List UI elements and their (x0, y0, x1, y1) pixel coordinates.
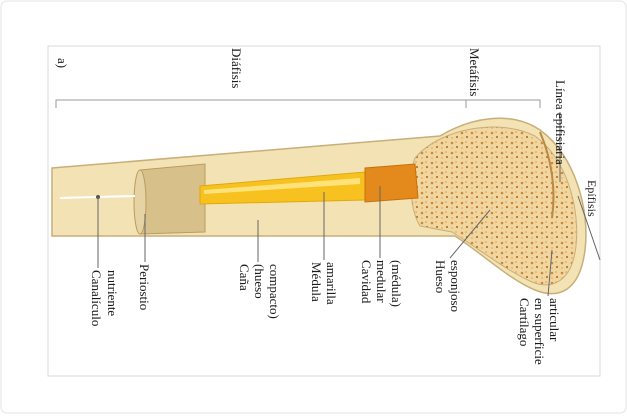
label-medula-line2: amarilla (324, 262, 339, 305)
label-cana-line3: compacto) (267, 264, 282, 319)
label-hueso-line1: Hueso (433, 260, 448, 293)
periosteum-collar (140, 164, 205, 234)
label-canaliculo-line1: Canalículo (89, 270, 104, 326)
medular-cavity (365, 164, 418, 202)
label-medula-line1: Médula (309, 262, 324, 302)
label-cartilago-line1: Cartílago (517, 298, 532, 346)
label-linea-epifisiaria: Línea epifisiaria (553, 80, 568, 165)
label-cavidad-line2: medular (374, 260, 389, 303)
label-cavidad-line1: Cavidad (359, 260, 374, 304)
periosteum-edge (134, 170, 146, 234)
label-cartilago-line3: articular (547, 298, 562, 342)
label-cana-line1: Caña (237, 264, 252, 291)
label-cartilago-line2: en superficie (532, 298, 547, 365)
label-diafisis: Diáfisis (229, 48, 244, 88)
label-epifisis: Epífisis (585, 180, 599, 217)
label-metafisis: Metáfisis (467, 48, 482, 96)
panel-letter: a) (55, 58, 70, 68)
label-cana-line2: (hueso (252, 264, 267, 299)
label-cavidad-line3: (médula) (389, 260, 404, 307)
label-periostio: Periostio (137, 264, 152, 310)
label-hueso-line2: esponjoso (448, 260, 463, 312)
label-canaliculo-line2: nutriente (105, 270, 120, 316)
